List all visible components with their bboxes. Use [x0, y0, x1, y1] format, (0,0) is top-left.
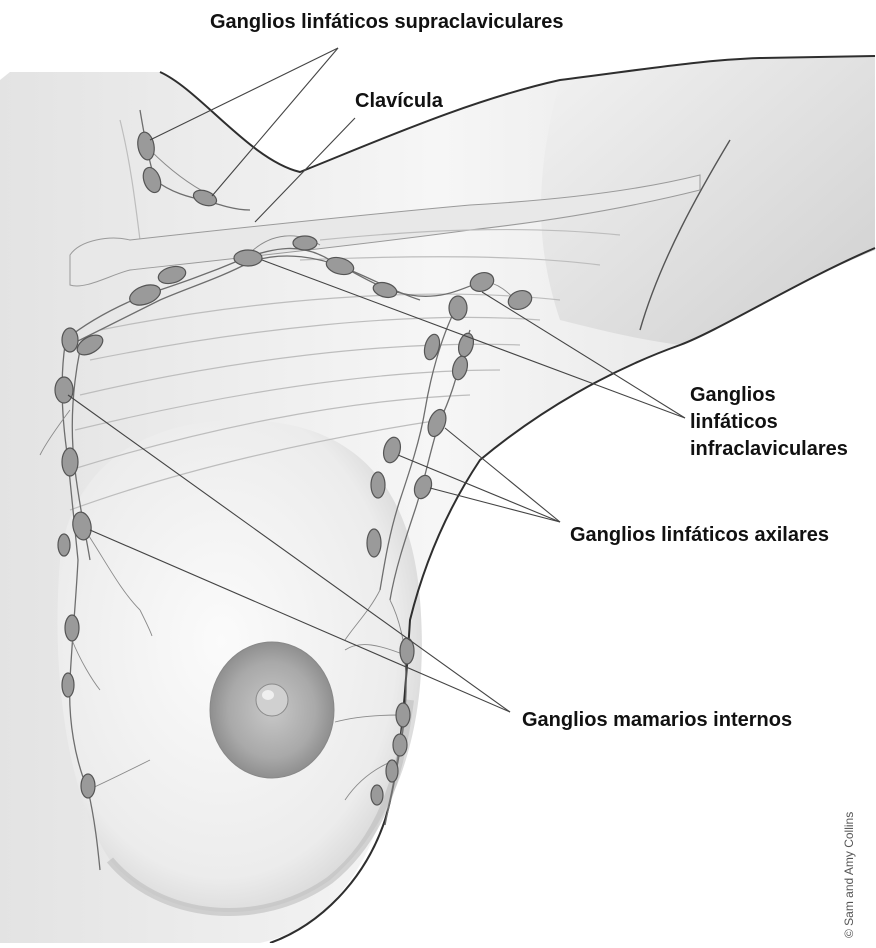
internal-mammary-node	[55, 377, 73, 403]
mammary-node	[386, 760, 398, 782]
label-supraclavicular-nodes: Ganglios linfáticos supraclaviculares	[210, 10, 563, 35]
arch-node	[62, 328, 78, 352]
internal-mammary-node	[62, 448, 78, 476]
axillary-node	[371, 472, 385, 498]
label-clavicle: Clavícula	[355, 89, 443, 114]
areola	[210, 642, 334, 778]
label-infraclavicular-nodes-line3: infraclaviculares	[690, 437, 848, 462]
label-internal-mammary-nodes: Ganglios mamarios internos	[522, 708, 792, 733]
label-infraclavicular-nodes-line2: linfáticos	[690, 410, 778, 435]
internal-mammary-node	[81, 774, 95, 798]
infraclavicular-node	[234, 250, 262, 266]
label-axillary-nodes: Ganglios linfáticos axilares	[570, 523, 829, 548]
infraclavicular-node	[293, 236, 317, 250]
mammary-node	[371, 785, 383, 805]
label-infraclavicular-nodes-line1: Ganglios	[690, 383, 776, 408]
internal-mammary-node	[58, 534, 70, 556]
internal-mammary-node	[65, 615, 79, 641]
internal-mammary-node	[62, 673, 74, 697]
mammary-node	[396, 703, 410, 727]
torso-silhouette	[0, 56, 875, 943]
nipple	[256, 684, 288, 716]
infraclavicular-node	[449, 296, 467, 320]
axillary-node	[367, 529, 381, 557]
mammary-node	[393, 734, 407, 756]
copyright-credit: © Sam and Amy Collins	[842, 812, 856, 938]
